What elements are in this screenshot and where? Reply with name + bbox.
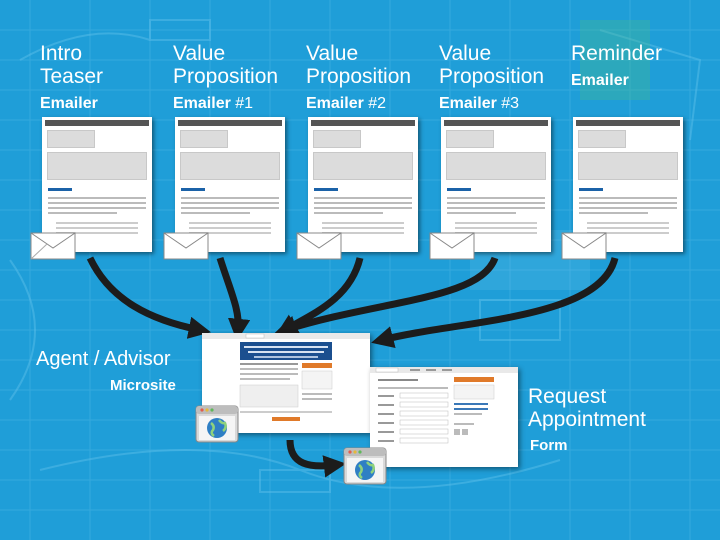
email-header-bar bbox=[311, 120, 415, 126]
microsite-page bbox=[202, 333, 370, 421]
envelope-icon bbox=[163, 232, 209, 260]
email-header-bar bbox=[444, 120, 548, 126]
article-title-bar bbox=[181, 188, 205, 191]
envelope-icon bbox=[296, 232, 342, 260]
email-preview-5 bbox=[573, 117, 683, 252]
appointment-sublabel: Form bbox=[530, 437, 568, 454]
footer-text bbox=[322, 222, 404, 234]
column-title-4: Value Proposition Emailer #3 bbox=[439, 42, 544, 115]
body-text bbox=[579, 197, 677, 214]
hero-image-placeholder bbox=[578, 152, 678, 180]
microsite-sublabel: Microsite bbox=[110, 377, 176, 394]
footer-text bbox=[455, 222, 537, 234]
column-number: #3 bbox=[501, 95, 520, 112]
column-title-line1: Value bbox=[173, 42, 226, 65]
article-title-bar bbox=[579, 188, 603, 191]
logo-placeholder bbox=[313, 130, 361, 148]
body-text bbox=[181, 197, 279, 214]
column-title-3: Value Proposition Emailer #2 bbox=[306, 42, 411, 115]
email-preview-4 bbox=[441, 117, 551, 252]
hero-image-placeholder bbox=[446, 152, 546, 180]
column-subtitle: Emailer #2 bbox=[306, 95, 387, 112]
column-number: #2 bbox=[368, 95, 387, 112]
email-header-bar bbox=[45, 120, 149, 126]
column-title-line2: Teaser bbox=[40, 65, 104, 88]
column-title-1: Intro Teaser Emailer bbox=[40, 42, 103, 115]
column-title-line2: Proposition bbox=[306, 65, 412, 88]
body-text bbox=[447, 197, 545, 214]
column-number: #1 bbox=[235, 95, 254, 112]
column-subtitle: Emailer #3 bbox=[439, 95, 520, 112]
logo-placeholder bbox=[578, 130, 626, 148]
browser-globe-icon bbox=[343, 447, 387, 485]
email-preview-3 bbox=[308, 117, 418, 252]
column-title-5: Reminder Emailer bbox=[571, 42, 662, 92]
article-title-bar bbox=[314, 188, 338, 191]
column-subtitle: Emailer bbox=[40, 95, 98, 112]
column-subtitle: Emailer bbox=[571, 72, 629, 89]
column-title-line1: Intro bbox=[40, 42, 83, 65]
logo-placeholder bbox=[446, 130, 494, 148]
column-title-line1: Value bbox=[306, 42, 359, 65]
footer-text bbox=[189, 222, 271, 234]
article-title-bar bbox=[48, 188, 72, 191]
envelope-icon bbox=[429, 232, 475, 260]
logo-placeholder bbox=[180, 130, 228, 148]
column-title-line2: Proposition bbox=[439, 65, 545, 88]
column-subtitle: Emailer #1 bbox=[173, 95, 254, 112]
footer-text bbox=[587, 222, 669, 234]
hero-image-placeholder bbox=[47, 152, 147, 180]
email-preview-2 bbox=[175, 117, 285, 252]
appointment-label: Request Appointment bbox=[528, 385, 646, 431]
form-page bbox=[370, 367, 518, 444]
appointment-form-preview bbox=[370, 367, 518, 467]
appointment-label-line2: Appointment bbox=[528, 408, 646, 431]
article-title-bar bbox=[447, 188, 471, 191]
email-preview-1 bbox=[42, 117, 152, 252]
appointment-label-line1: Request bbox=[528, 385, 607, 408]
body-text bbox=[48, 197, 146, 214]
microsite-label: Agent / Advisor bbox=[36, 348, 171, 370]
footer-text bbox=[56, 222, 138, 234]
body-text bbox=[314, 197, 412, 214]
logo-placeholder bbox=[47, 130, 95, 148]
email-header-bar bbox=[576, 120, 680, 126]
hero-image-placeholder bbox=[313, 152, 413, 180]
column-title-2: Value Proposition Emailer #1 bbox=[173, 42, 278, 115]
column-title-line1: Reminder bbox=[571, 42, 663, 65]
column-title-line2: Proposition bbox=[173, 65, 279, 88]
column-title-line1: Value bbox=[439, 42, 492, 65]
envelope-icon bbox=[561, 232, 607, 260]
envelope-icon bbox=[30, 232, 76, 260]
browser-globe-icon bbox=[195, 405, 239, 443]
hero-image-placeholder bbox=[180, 152, 280, 180]
email-header-bar bbox=[178, 120, 282, 126]
